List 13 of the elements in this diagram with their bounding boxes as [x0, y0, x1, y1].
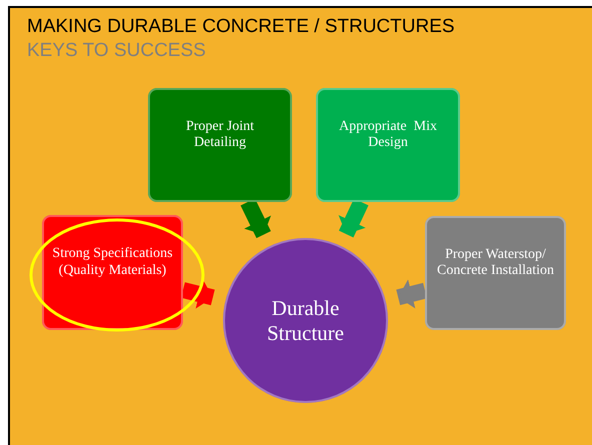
node-text: Appropriate Mix Design: [338, 118, 438, 152]
block-arrow: [396, 279, 427, 308]
block-arrow: [181, 280, 215, 309]
slide-title: MAKING DURABLE CONCRETE / STRUCTURES: [27, 16, 455, 38]
node-text: Strong Specifications (Quality Materials): [51, 246, 174, 279]
slide-subtitle: KEYS TO SUCCESS: [27, 40, 206, 62]
rounded-box: [316, 88, 460, 202]
node-text: Proper Waterstop/ Concrete Installation: [436, 246, 556, 280]
node-text: Proper Joint Detailing: [184, 118, 256, 152]
node-text: Durable Structure: [266, 296, 345, 345]
rounded-box: [148, 88, 292, 202]
rounded-box: [425, 216, 566, 330]
rounded-box: [42, 215, 183, 330]
